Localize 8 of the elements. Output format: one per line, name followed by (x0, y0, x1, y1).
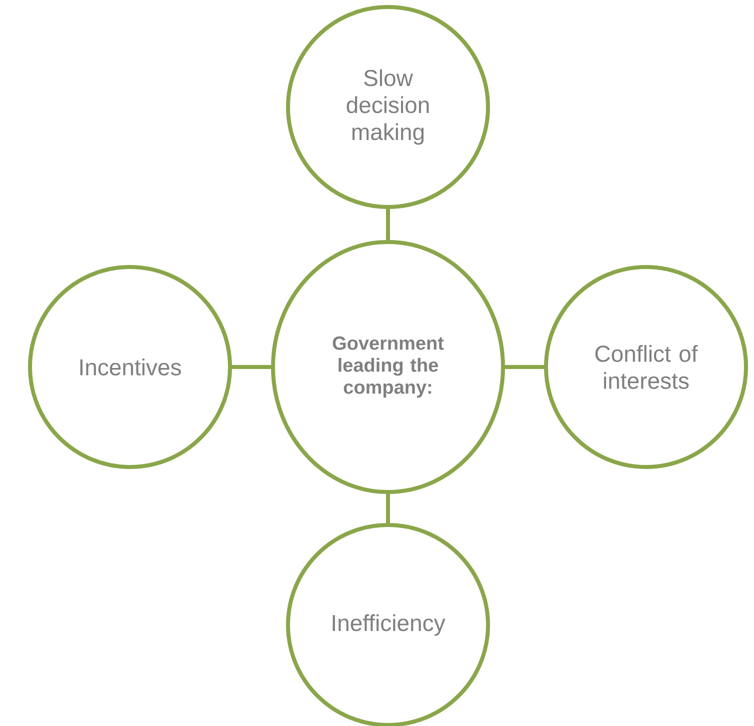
circle-node: Slow decision making (286, 5, 490, 209)
connector-line (505, 365, 544, 369)
connector-line (232, 365, 271, 369)
circle-node: Conflict of interests (544, 265, 748, 469)
ellipse-node: Government leading the company: (271, 240, 505, 494)
connector-line (386, 494, 390, 523)
connector-line (386, 209, 390, 240)
circle-node: Incentives (28, 265, 232, 469)
